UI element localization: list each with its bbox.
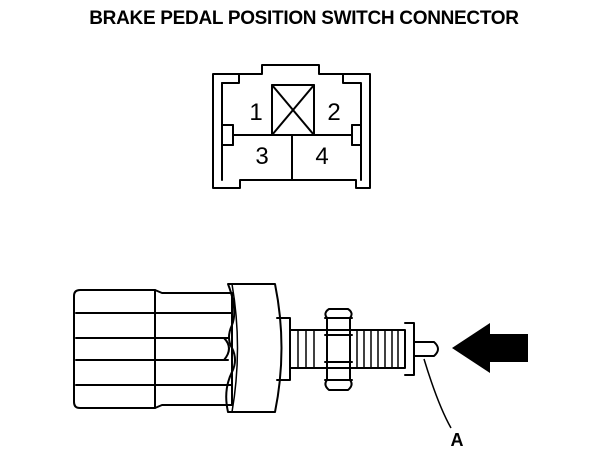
pin-label-1: 1 xyxy=(249,99,262,126)
connector-cavity xyxy=(221,73,362,181)
page-title: BRAKE PEDAL POSITION SWITCH CONNECTOR xyxy=(89,8,519,29)
blank-pin-cavity xyxy=(271,84,315,136)
pin-label-2: 2 xyxy=(327,99,340,126)
switch-flange xyxy=(225,283,283,413)
push-direction-arrow xyxy=(452,323,528,373)
switch-connector-shell xyxy=(73,289,233,409)
pin-label-3: 3 xyxy=(255,143,268,170)
connector-face: 1 2 3 4 xyxy=(212,64,371,189)
threaded-stem xyxy=(289,329,406,369)
pin-label-4: 4 xyxy=(315,143,328,170)
lock-nut xyxy=(324,308,353,391)
callout-label-a: A xyxy=(451,430,464,450)
plunger xyxy=(413,341,439,357)
brake-switch xyxy=(73,283,439,413)
connector-outline xyxy=(212,64,371,189)
callout-leader-line xyxy=(423,358,452,429)
